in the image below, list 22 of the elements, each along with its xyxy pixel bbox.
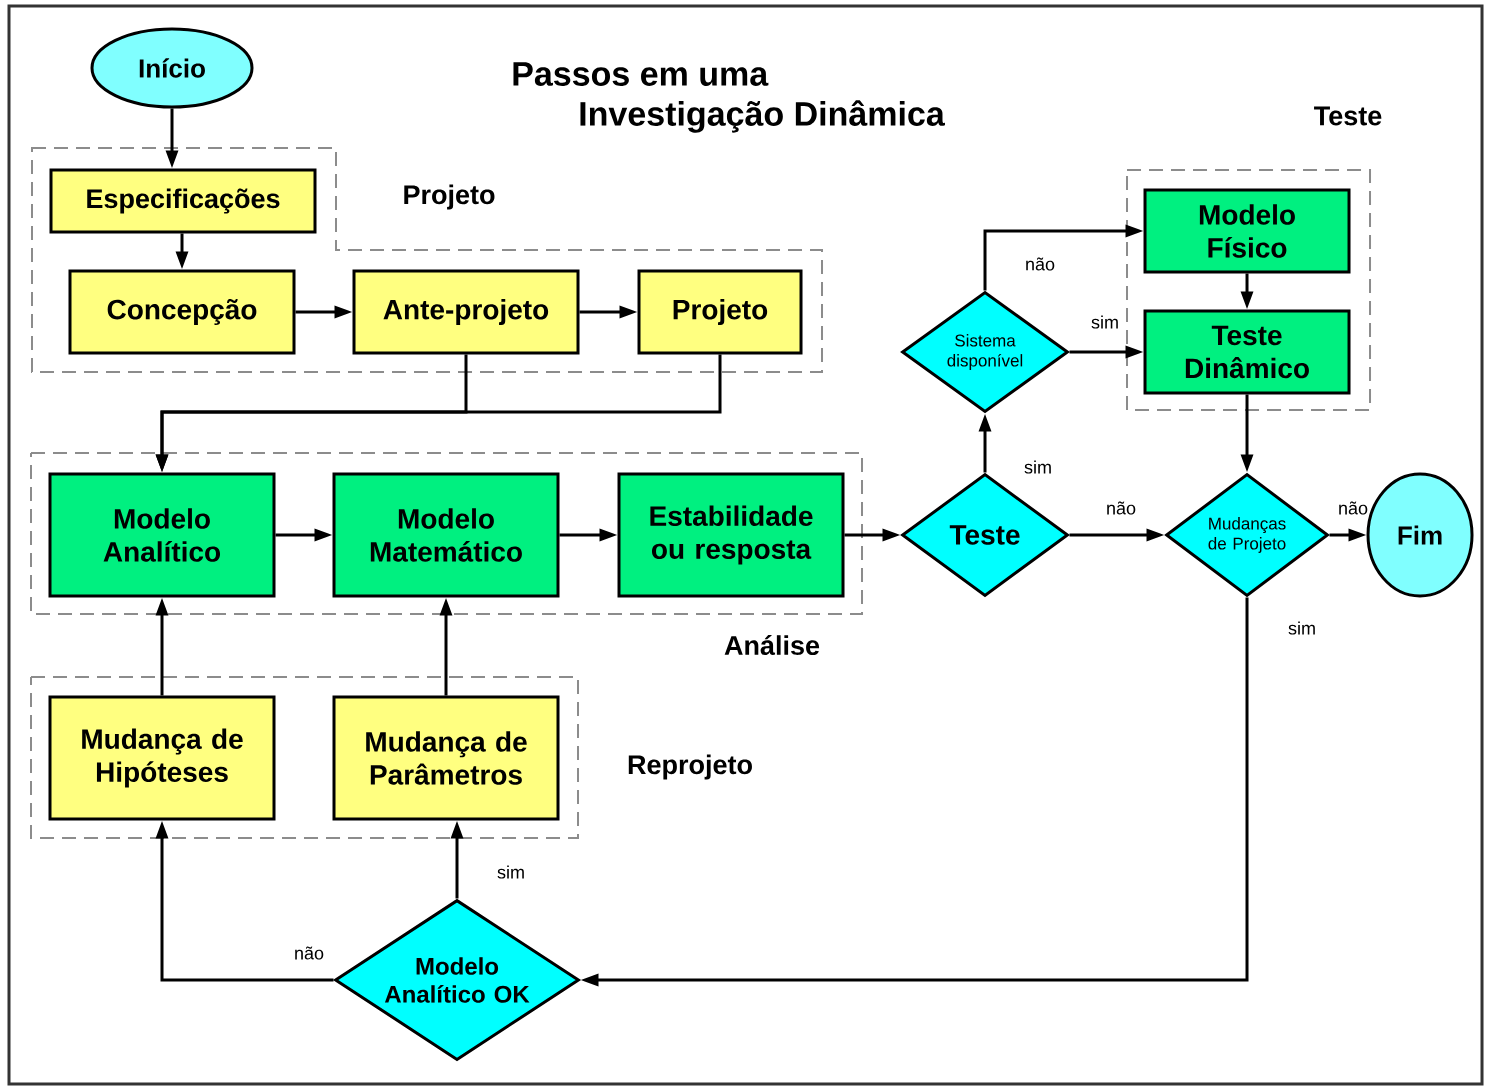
process-box: Ante-projeto <box>352 269 580 355</box>
process-box: Mudança de Parâmetros <box>332 695 560 821</box>
process-box: Projeto <box>637 269 803 355</box>
process-box: Teste Dinâmico <box>1143 309 1351 395</box>
node-label: Reprojeto <box>628 754 752 780</box>
edge-label: sim <box>1090 314 1120 330</box>
edge-label: não <box>1024 256 1057 272</box>
node-label: Análise <box>724 634 820 656</box>
edge-label: sim <box>1287 620 1317 636</box>
process-box: Modelo Analítico <box>48 472 276 598</box>
process-box: Concepção <box>68 269 296 355</box>
edge-label: sim <box>496 864 526 880</box>
title: Passos em uma Investigação Dinâmica <box>513 62 945 133</box>
process-box: Modelo Físico <box>1143 188 1351 274</box>
edge-label: não <box>293 945 325 961</box>
edge-label: sim <box>1023 459 1053 475</box>
process-box: Estabilidade ou resposta <box>617 472 845 598</box>
process-box: Mudança de Hipóteses <box>48 695 276 821</box>
process-box: Especificações <box>49 168 317 234</box>
node-label: Teste <box>1314 106 1382 126</box>
process-box: Modelo Matemático <box>332 472 560 598</box>
edge-label: não <box>1105 500 1138 516</box>
